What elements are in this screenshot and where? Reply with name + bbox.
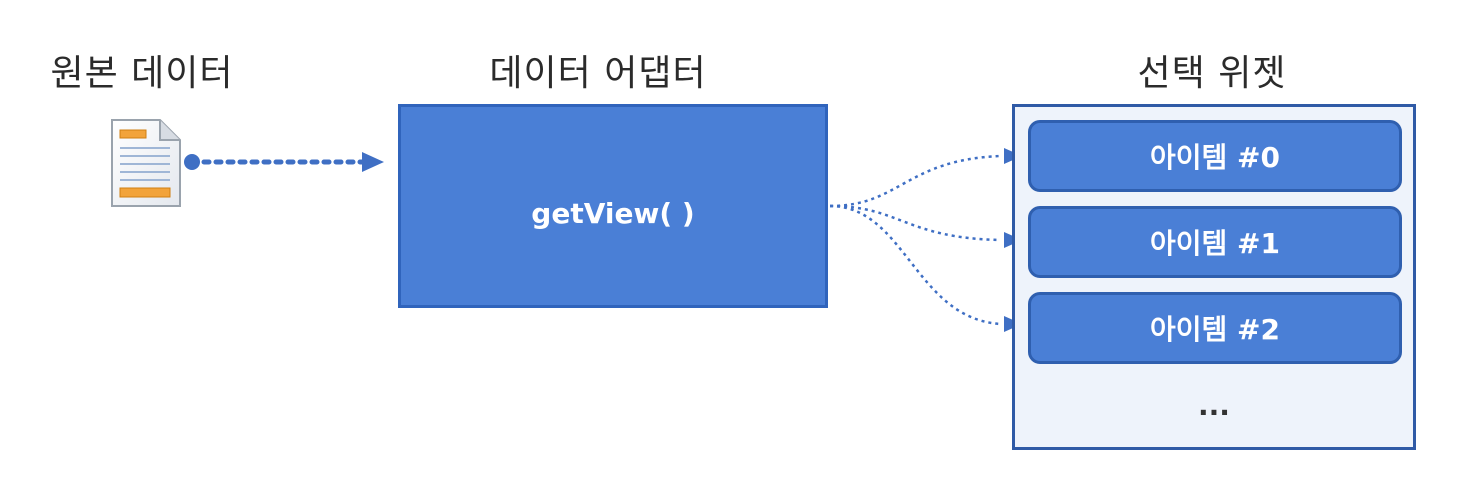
more-items-ellipsis: ... xyxy=(1198,389,1230,422)
source-arrowhead xyxy=(362,152,384,172)
data-adapter-box: getView( ) xyxy=(398,104,828,308)
adapter-to-item2-arrow xyxy=(829,204,1001,326)
adapter-to-item0-arrow xyxy=(829,154,1001,208)
widget-item-0: 아이템 #0 xyxy=(1028,120,1402,192)
getview-label: getView( ) xyxy=(531,197,695,230)
widget-item-1: 아이템 #1 xyxy=(1028,206,1402,278)
source-connector-dot xyxy=(184,154,200,170)
document-icon xyxy=(111,119,181,207)
selection-widget-heading: 선택 위젯 xyxy=(1137,53,1287,94)
data-adapter-heading: 데이터 어댑터 xyxy=(489,53,707,94)
source-data-heading: 원본 데이터 xyxy=(50,53,234,94)
widget-item-2: 아이템 #2 xyxy=(1028,292,1402,364)
adapter-to-item1-arrow xyxy=(829,204,1001,242)
selection-widget-box: 아이템 #0 아이템 #1 아이템 #2 ... xyxy=(1012,104,1416,450)
